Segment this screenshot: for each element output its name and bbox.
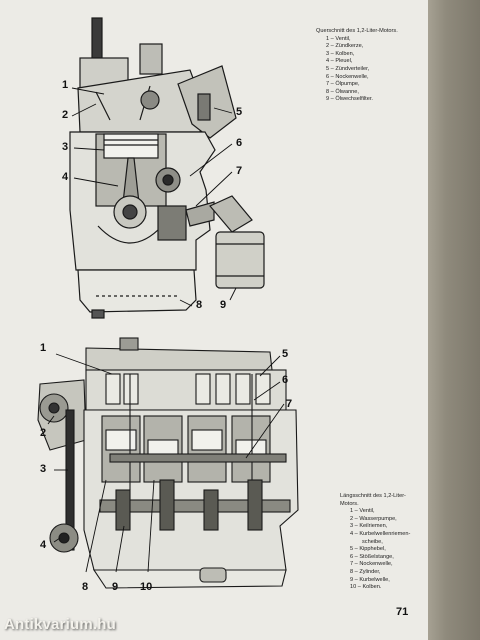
- callout-bottom-6: 6: [282, 374, 289, 386]
- callout-bottom-2: 2: [40, 427, 47, 439]
- callout-top-6: 6: [236, 137, 243, 149]
- page-stack-edge: [428, 0, 480, 640]
- caption-item: 3 – Kolben,: [326, 50, 355, 57]
- caption-item: 6 – Stößelstange,: [350, 553, 394, 560]
- callout-bottom-1: 1: [40, 342, 47, 354]
- caption-top: Querschnitt des 1,2-Liter-Motors. 1 – Ve…: [316, 28, 422, 104]
- caption-item: 2 – Wasserpumpe,: [350, 515, 397, 522]
- cross-section-drawing: [69, 17, 265, 319]
- callout-top-7: 7: [236, 165, 243, 177]
- caption-top-heading: Querschnitt des 1,2-Liter-Motors.: [316, 28, 398, 34]
- callout-top-2: 2: [62, 109, 69, 121]
- callout-bottom-5: 5: [282, 348, 289, 360]
- callout-bottom-8: 8: [82, 581, 89, 593]
- caption-item: 5 – Zündverteiler,: [326, 65, 370, 72]
- caption-item: 7 – Ölpumpe,: [326, 81, 360, 88]
- caption-item: 2 – Zündkerze,: [326, 43, 364, 50]
- caption-top-list: 1 – Ventil, 2 – Zündkerze, 3 – Kolben, 4…: [316, 36, 422, 104]
- caption-item: 5 – Kipphebel,: [350, 546, 386, 553]
- caption-item: 6 – Nockenwelle,: [326, 73, 369, 80]
- page-number: 71: [396, 606, 409, 618]
- callout-bottom-10: 10: [140, 581, 153, 593]
- callout-top-4: 4: [62, 171, 69, 183]
- callout-top-9: 9: [220, 299, 227, 311]
- callout-bottom-9: 9: [112, 581, 119, 593]
- caption-item: 9 – Kurbelwelle,: [350, 576, 390, 583]
- caption-item: 1 – Ventil,: [326, 35, 351, 42]
- callout-top-5: 5: [236, 106, 243, 118]
- caption-bottom-list: 1 – Ventil, 2 – Wasserpumpe, 3 – Keilrie…: [340, 508, 424, 592]
- caption-item: 9 – Ölwechselfilter.: [326, 96, 373, 103]
- caption-item: 1 – Ventil,: [350, 508, 375, 515]
- callout-bottom-7: 7: [286, 398, 293, 410]
- caption-item: scheibe,: [362, 538, 383, 545]
- caption-bottom: Längsschnitt des 1,2-Liter-Motors. 1 – V…: [340, 493, 424, 592]
- callout-bottom-3: 3: [40, 463, 47, 475]
- caption-item: 8 – Zylinder,: [350, 568, 381, 575]
- caption-item: 4 – Kurbelwellenriemen-: [350, 530, 411, 537]
- callout-top-3: 3: [62, 141, 69, 153]
- callout-bottom-4: 4: [40, 539, 47, 551]
- callout-top-1: 1: [62, 79, 69, 91]
- caption-bottom-heading: Längsschnitt des 1,2-Liter-Motors.: [340, 493, 406, 507]
- caption-item: 10 – Kolben.: [350, 584, 382, 591]
- caption-item: 7 – Nockenwelle,: [350, 561, 393, 568]
- caption-item: 3 – Keilriemen,: [350, 523, 388, 530]
- caption-item: 4 – Pleuel,: [326, 58, 353, 65]
- watermark: Antikvarium.hu: [4, 616, 116, 633]
- longitudinal-section-drawing: [37, 337, 299, 589]
- cross-section-diagram: [0, 0, 320, 320]
- longitudinal-section-diagram: [20, 330, 320, 600]
- caption-item: 8 – Ölwanne,: [326, 88, 359, 95]
- callout-top-8: 8: [196, 299, 203, 311]
